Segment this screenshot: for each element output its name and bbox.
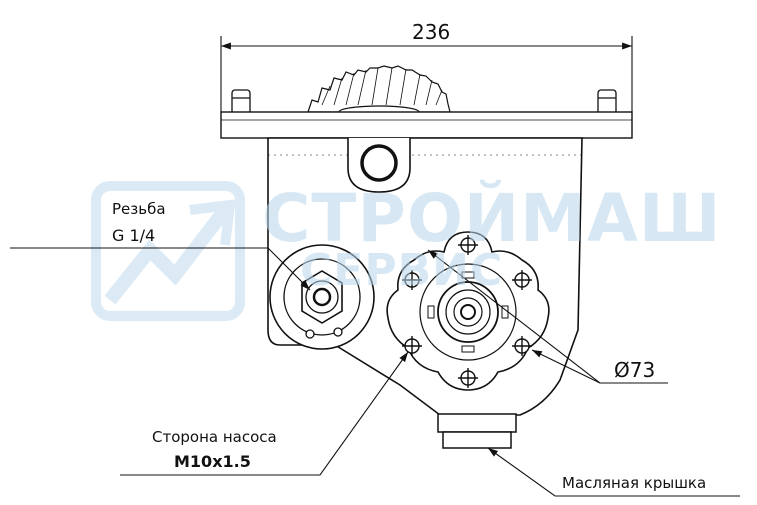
- oil-cap-label: Масляная крышка: [562, 474, 707, 492]
- thread-port: [269, 244, 375, 350]
- watermark-line2: СЕРВИС: [300, 245, 504, 296]
- pump-side-title-label: Сторона насоса: [152, 428, 277, 446]
- oil-cap: [437, 413, 517, 449]
- watermark-line1: СТРОЙМАШ: [262, 180, 722, 257]
- thread-title-label: Резьба: [112, 200, 166, 218]
- watermark-logo: [91, 181, 245, 321]
- leader-lines: [10, 247, 740, 497]
- pump-side-value-label: M10x1.5: [174, 452, 251, 471]
- thread-value-label: G 1/4: [112, 226, 156, 245]
- pump-flange: [386, 231, 550, 391]
- lifting-lug: [347, 138, 411, 193]
- overall-width-label: 236: [412, 20, 451, 44]
- dimension-236: [220, 36, 633, 112]
- diameter-label: Ø73: [614, 358, 656, 382]
- top-flange: [220, 111, 633, 139]
- gear: [307, 65, 451, 119]
